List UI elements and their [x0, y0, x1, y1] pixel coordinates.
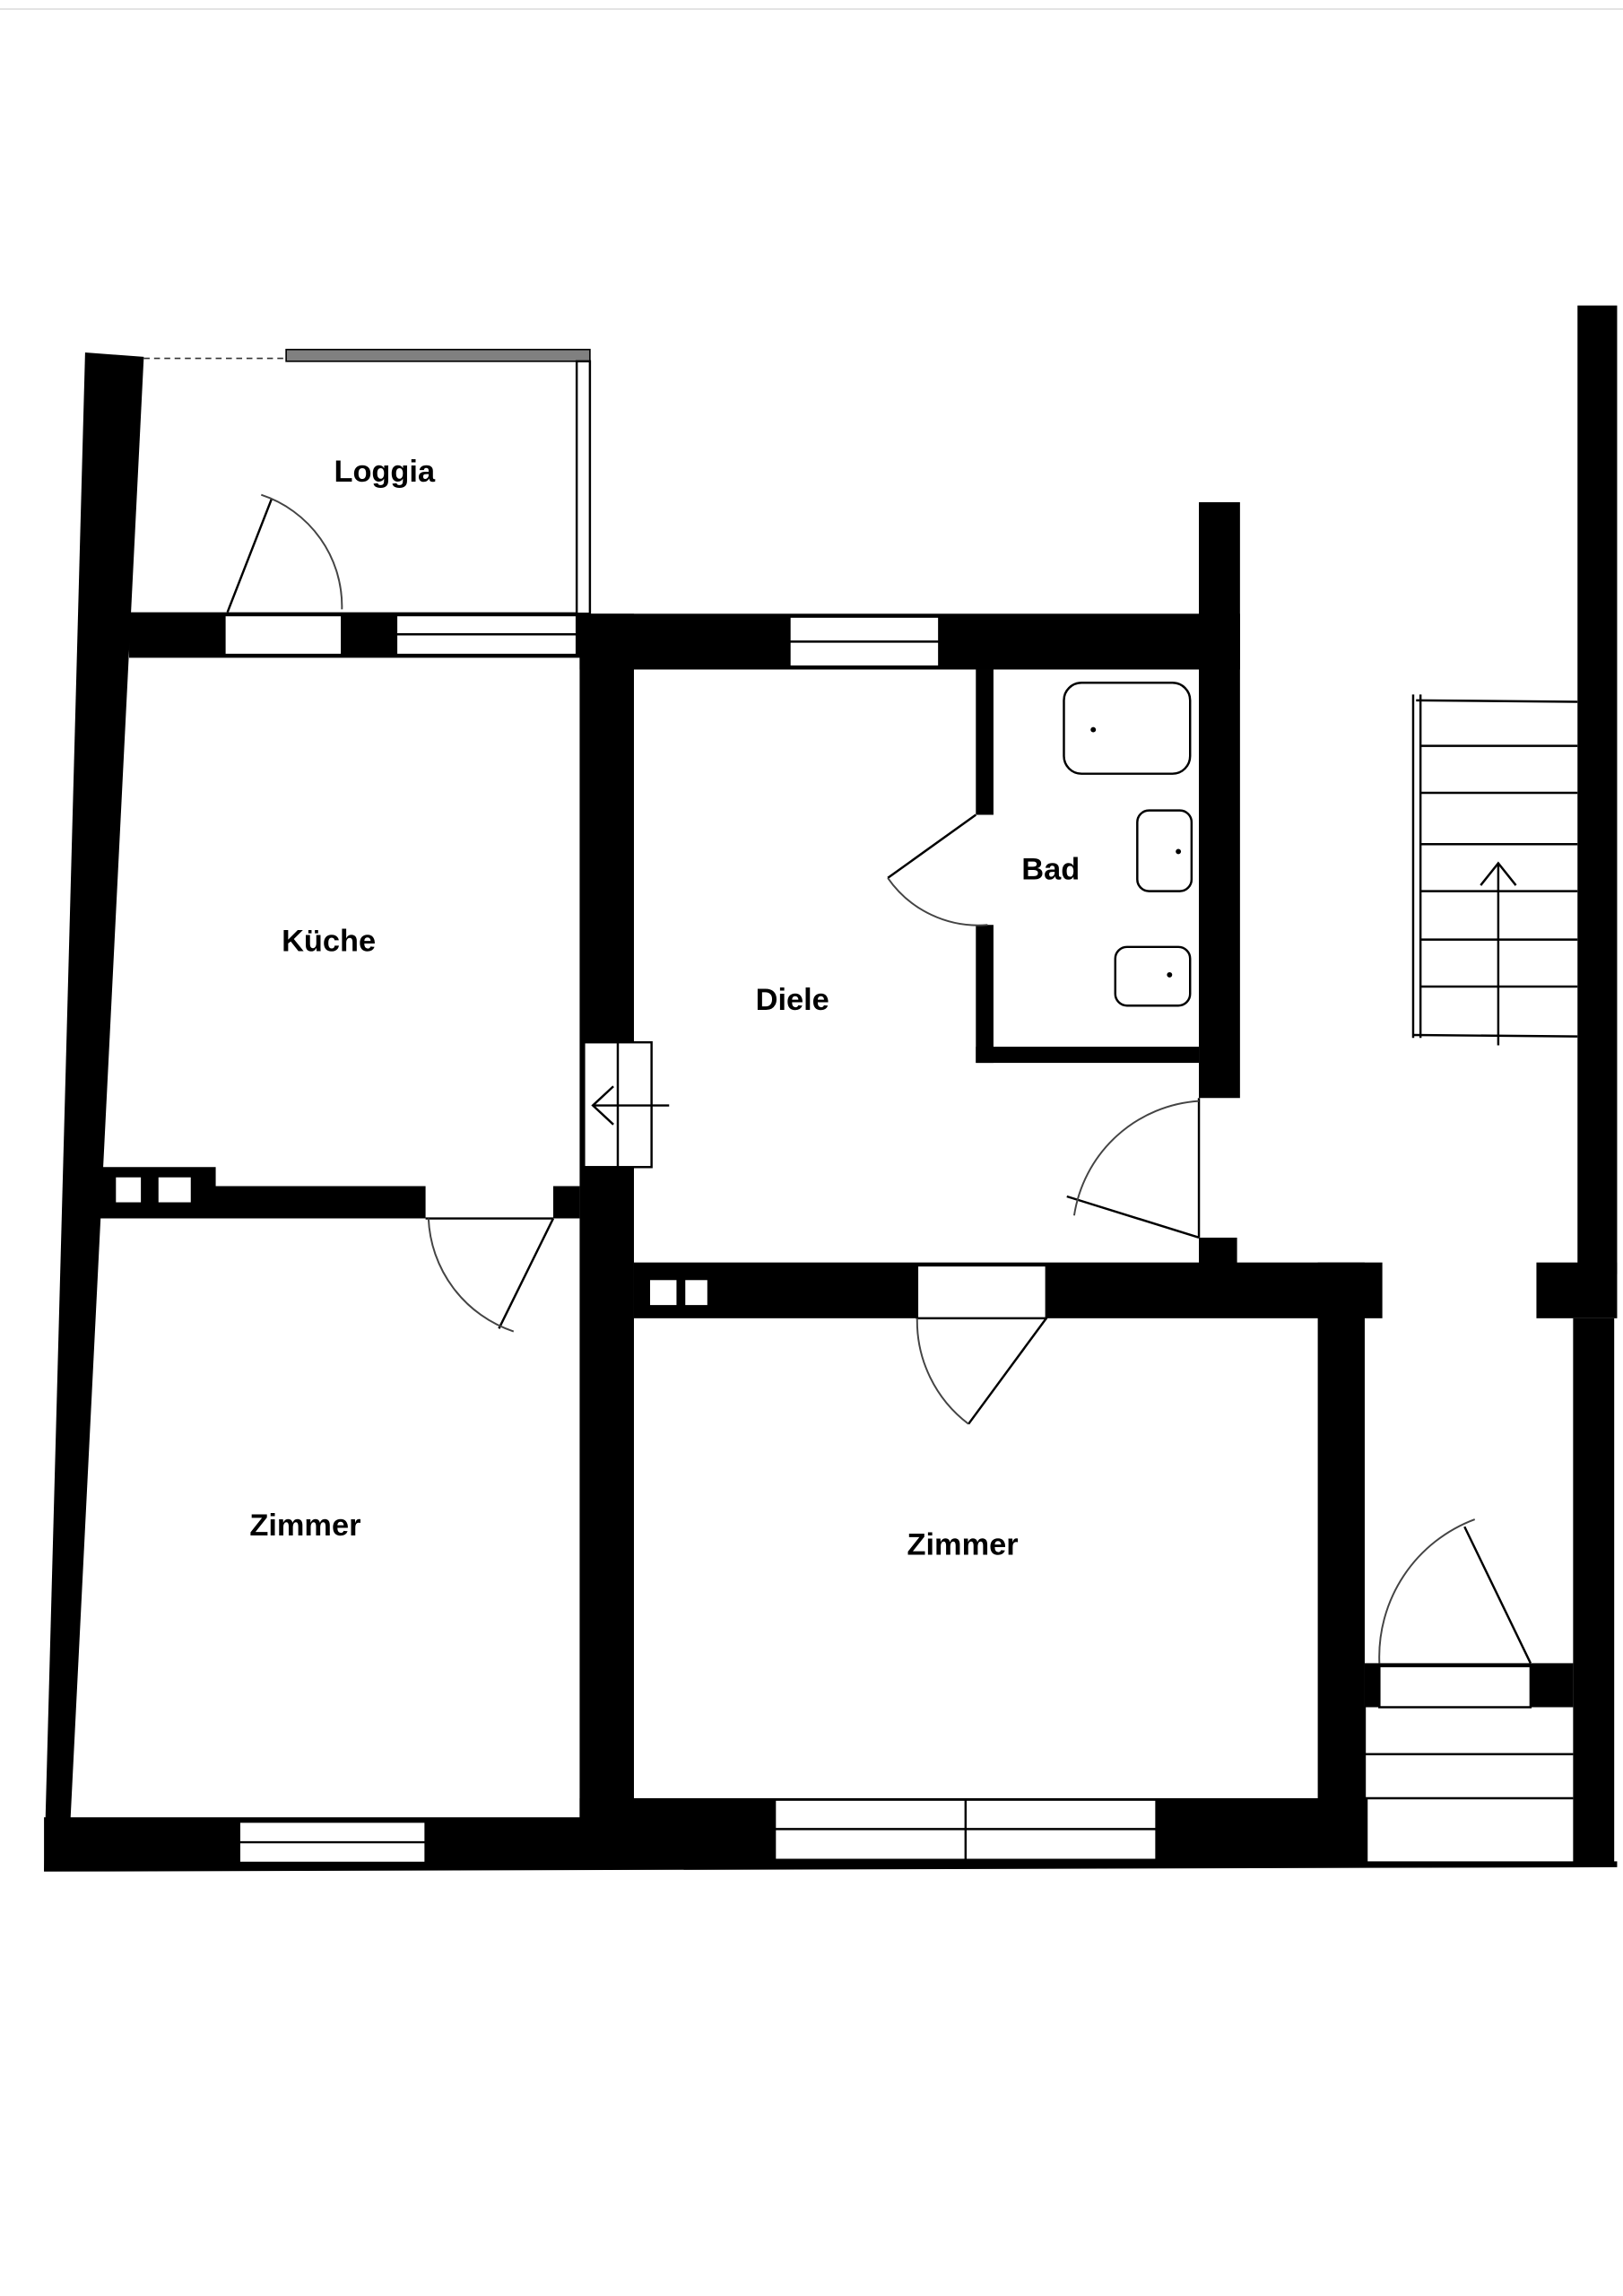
doors: [226, 493, 1532, 1664]
room-door-leaf: [498, 1218, 555, 1329]
hall-room-door-opening: [916, 1264, 1048, 1320]
door-post: [1199, 1237, 1237, 1267]
right-outer-pillar: [1536, 1262, 1618, 1318]
room-label-zimmer-right: Zimmer: [907, 1527, 1018, 1561]
bath-outer-wall: [1199, 501, 1240, 1099]
kitchen-hall-wall: [579, 613, 634, 1865]
left-outer-wall: [44, 352, 144, 1872]
right-outer-wall-top: [1577, 305, 1618, 1274]
room-label-zimmer-left: Zimmer: [249, 1509, 360, 1543]
room-label-diele: Diele: [756, 983, 829, 1017]
loggia-side-glazing: [575, 360, 592, 615]
staircase: [1363, 694, 1578, 1857]
bath-left-wall-bottom: [976, 925, 994, 1064]
chimney-flue: [685, 1280, 707, 1306]
room-right-wall: [1317, 1262, 1365, 1806]
right-outer-wall-bottom: [1573, 1318, 1615, 1865]
toilet: [1114, 945, 1192, 1007]
room-label-bad: Bad: [1021, 853, 1080, 887]
room-label-kueche: Küche: [282, 925, 376, 959]
loggia-railing: [285, 348, 591, 362]
hall-entrance-door-opening: [1199, 1098, 1240, 1238]
chimney-flue: [116, 1177, 142, 1203]
loggia-door-leaf: [226, 499, 273, 613]
room-label-loggia: Loggia: [334, 455, 435, 489]
room-door-leaf: [968, 1318, 1047, 1425]
entrance-threshold: [1378, 1665, 1532, 1709]
bath-bottom-wall: [976, 1047, 1200, 1064]
chimney-flue: [649, 1280, 677, 1306]
entrance-door-leaf: [1066, 1195, 1200, 1239]
bath-door-leaf: [887, 813, 977, 879]
front-door-leaf: [1463, 1526, 1532, 1664]
washbasin: [1136, 809, 1193, 892]
bath-left-wall-top: [976, 669, 994, 815]
kitchen-room-door-opening: [425, 1184, 553, 1221]
bathtub: [1063, 681, 1192, 775]
bath-fixtures: [1063, 681, 1193, 1007]
chimney-flue: [158, 1177, 191, 1203]
loggia-door-opening: [223, 613, 343, 657]
